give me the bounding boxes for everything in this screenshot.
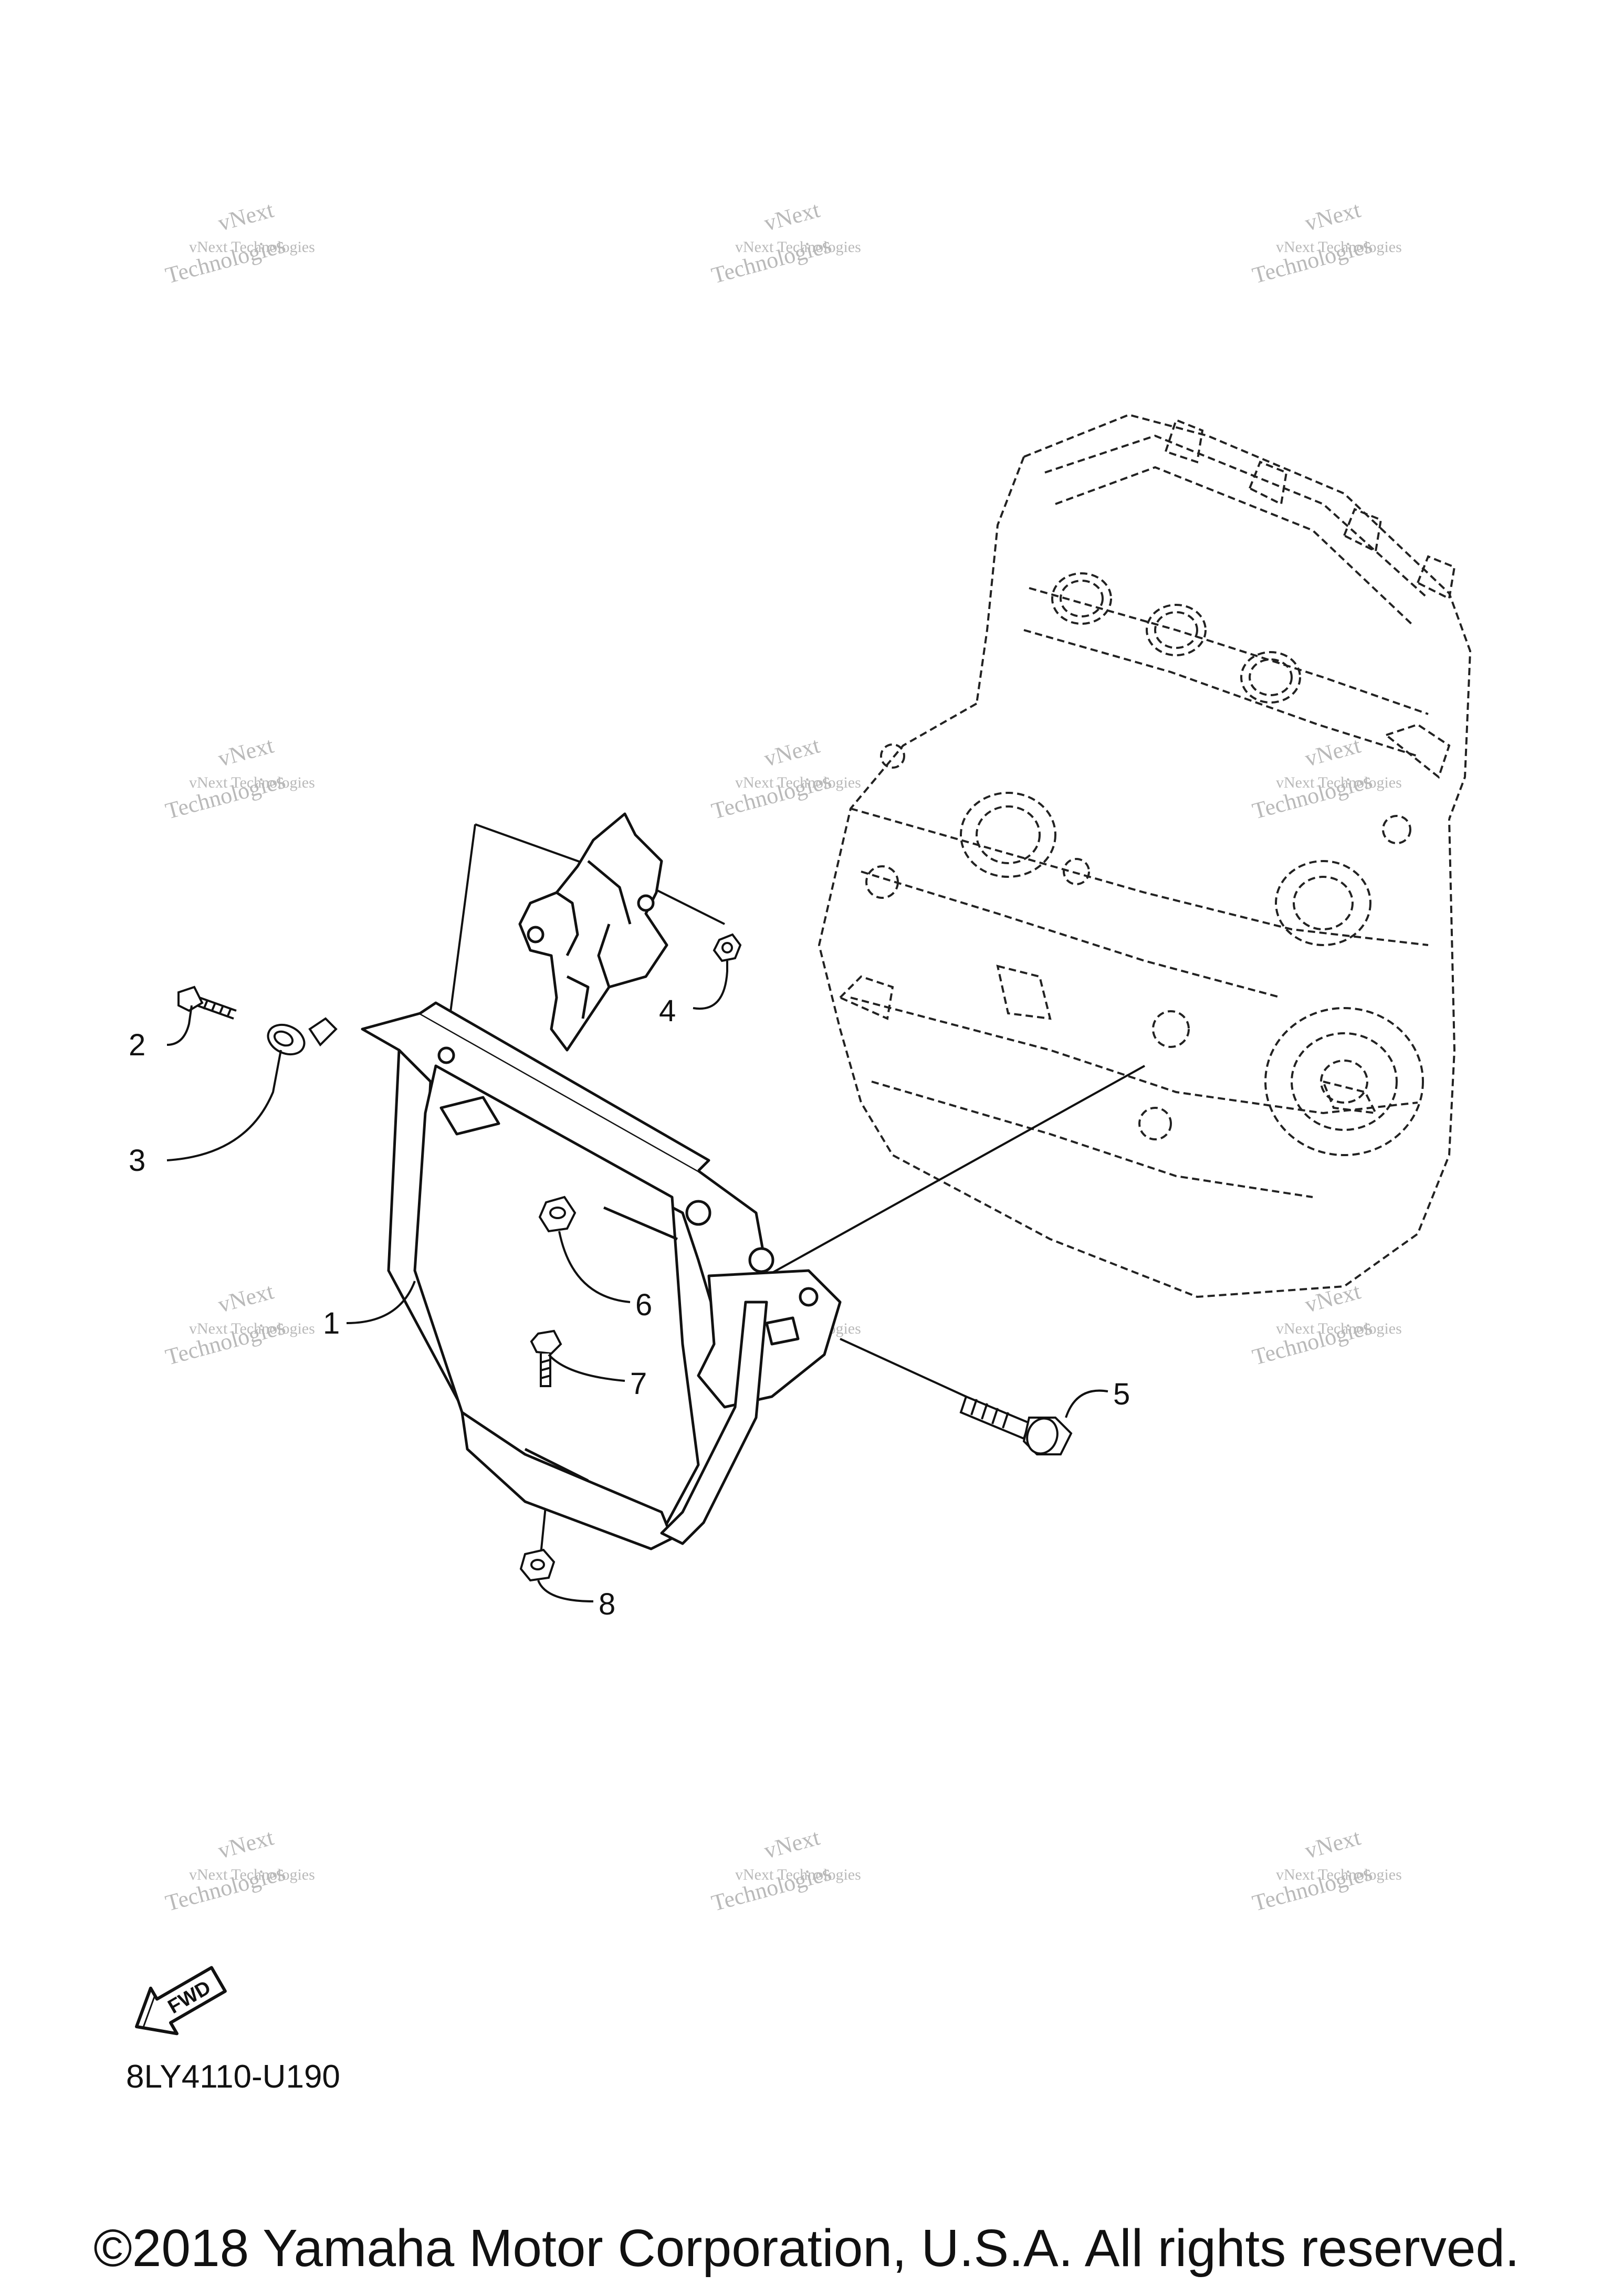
watermark-text: vNext — [1302, 196, 1364, 236]
watermark-text: vNext Technologies — [189, 238, 315, 256]
watermark-text: vNext Technologies — [735, 1866, 861, 1883]
watermark-text: vNext — [215, 196, 277, 236]
watermark: vNext Technologies vNext Technologies — [163, 732, 315, 824]
watermark-text: vNext Technologies — [189, 1866, 315, 1883]
watermark-text: vNext Technologies — [735, 238, 861, 256]
engine-outline — [818, 413, 1472, 1298]
callout-3: 3 — [129, 1144, 145, 1178]
watermark-text: vNext Technologies — [189, 774, 315, 791]
bolt-2-part — [177, 986, 237, 1020]
callout-numbers: 2 3 4 5 6 7 8 1 — [129, 994, 1130, 1621]
watermark-text: vNext — [1302, 1824, 1364, 1863]
fwd-arrow-icon: FWD — [135, 1966, 227, 2036]
watermark: vNext Technologies vNext Technologies — [1250, 732, 1402, 824]
watermark-text: vNext Technologies — [1276, 1320, 1402, 1337]
callout-7: 7 — [630, 1367, 647, 1401]
callout-6: 6 — [635, 1288, 652, 1322]
callout-8: 8 — [599, 1587, 615, 1621]
watermark-text: vNext Technologies — [1276, 238, 1402, 256]
collar-6-part — [538, 1196, 577, 1233]
collar-3-part — [267, 1017, 338, 1056]
engine-guard-part — [361, 1001, 842, 1550]
copyright-notice: ©2018 Yamaha Motor Corporation, U.S.A. A… — [93, 2219, 1520, 2278]
watermark: vNext Technologies vNext Technologies — [1250, 1824, 1402, 1916]
callout-1: 1 — [323, 1306, 340, 1340]
callout-4: 4 — [659, 994, 676, 1028]
watermark-text: vNext Technologies — [1276, 1866, 1402, 1883]
watermark: vNext Technologies vNext Technologies — [1250, 196, 1402, 288]
mounting-bracket-part — [518, 812, 668, 1052]
watermark-text: vNext — [761, 732, 823, 771]
callout-5: 5 — [1113, 1377, 1130, 1411]
watermark: vNext Technologies vNext Technologies — [709, 732, 861, 824]
watermark-text: vNext — [1302, 1278, 1364, 1317]
callout-2: 2 — [129, 1028, 145, 1062]
nut-4-part — [713, 933, 742, 962]
watermark-text: vNext Technologies — [735, 774, 861, 791]
watermark: vNext Technologies vNext Technologies — [709, 1824, 861, 1916]
watermark-text: vNext — [215, 732, 277, 771]
watermark-text: vNext Technologies — [189, 1320, 315, 1337]
watermark-text: vNext — [1302, 732, 1364, 771]
watermark: vNext Technologies vNext Technologies — [163, 1278, 315, 1370]
callout-leaders — [166, 961, 1108, 1602]
bolt-5-part — [959, 1395, 1073, 1455]
bolt-7-part — [530, 1329, 562, 1387]
watermark-grid: vNext Technologies vNext Technologies vN… — [163, 196, 1402, 1916]
watermark-text: vNext — [215, 1824, 277, 1863]
watermark: vNext Technologies vNext Technologies — [163, 1824, 315, 1916]
watermark: vNext Technologies vNext Technologies — [163, 196, 315, 288]
watermark-text: vNext Technologies — [1276, 774, 1402, 791]
watermark: vNext Technologies vNext Technologies — [709, 196, 861, 288]
diagram-code: 8LY4110-U190 — [126, 2059, 340, 2095]
watermark-text: vNext — [761, 1824, 823, 1863]
watermark-text: vNext — [761, 196, 823, 236]
nut-8-part — [519, 1548, 556, 1582]
watermark-text: vNext — [215, 1278, 277, 1317]
